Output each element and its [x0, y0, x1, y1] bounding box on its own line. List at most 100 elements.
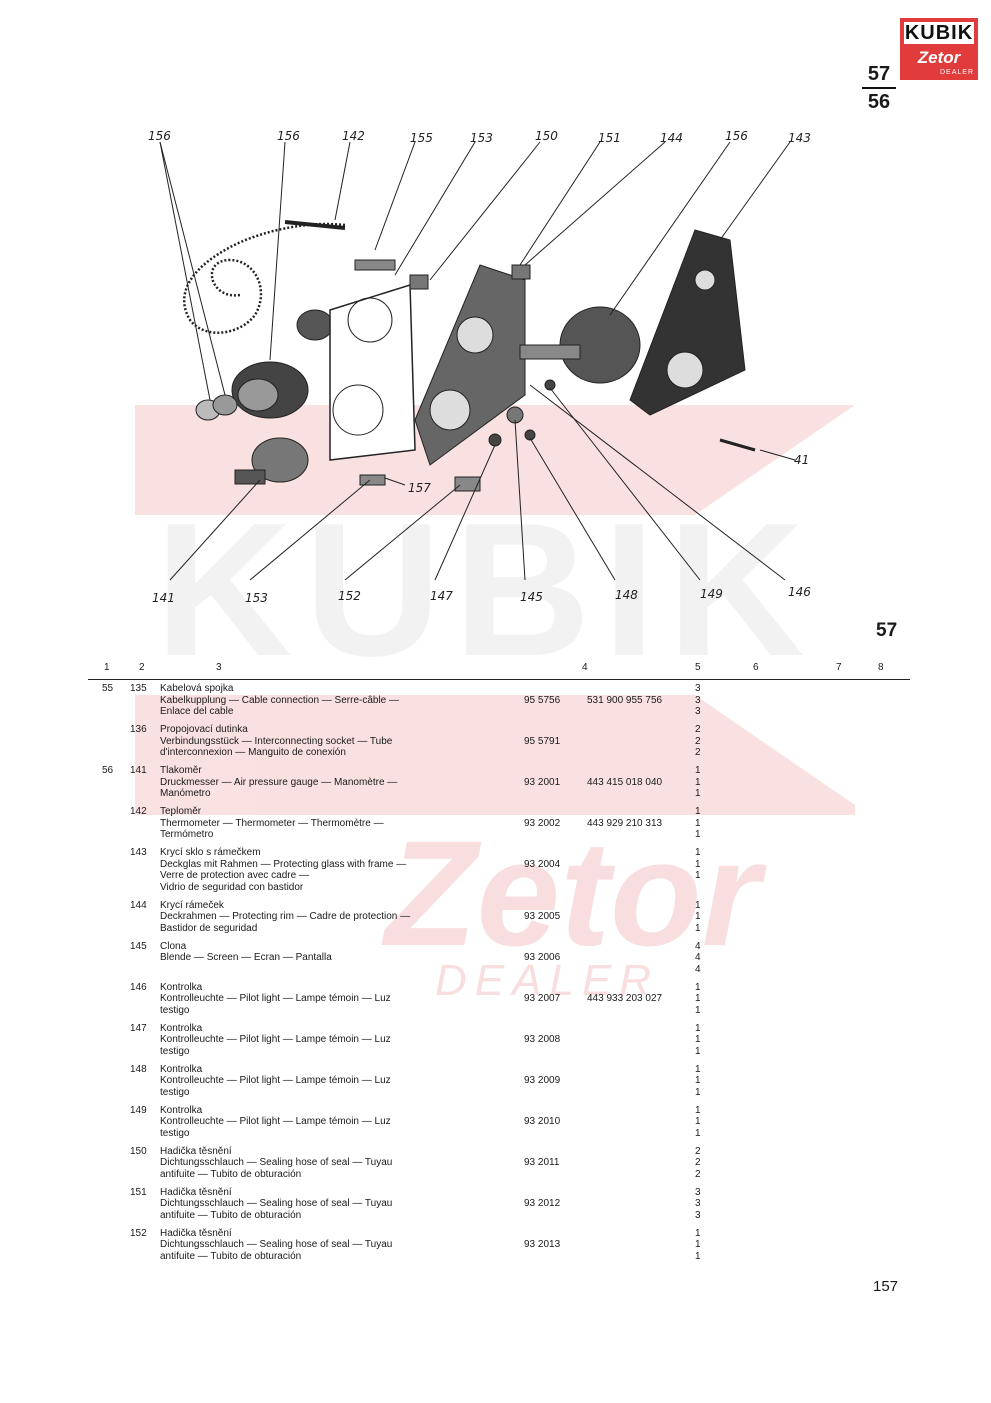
sealing-hose-part — [454, 476, 481, 492]
description-line: testigo — [160, 1004, 190, 1016]
quantity: 1 — [695, 899, 701, 911]
quantity: 2 — [695, 1157, 701, 1169]
quantity: 4 — [695, 952, 701, 964]
description-line: Teploměr — [160, 806, 202, 817]
callout-label: 143 — [788, 131, 811, 145]
quantity: 1 — [695, 776, 701, 788]
sealing-hose-part — [511, 264, 531, 280]
table-row: 150 Hadička těsnění Dichtungsschlauch — … — [0, 1146, 991, 1187]
description-line: Kontrolleuchte — Pilot light — Lampe tém… — [160, 993, 391, 1005]
callout-label: 145 — [520, 590, 543, 604]
callout-label: 41 — [794, 453, 809, 467]
description-line: Dichtungsschlauch — Sealing hose of seal… — [160, 1157, 393, 1169]
quantity: 1 — [695, 1239, 701, 1251]
quantity: 1 — [695, 993, 701, 1005]
column-header: 8 — [878, 662, 884, 673]
quantity: 2 — [695, 724, 701, 735]
description-line: antifuite — Tubito de obturación — [160, 1209, 302, 1221]
parts-list: 55 135 Kabelová spojka Kabelkupplung — C… — [0, 683, 991, 1269]
logo-dealer-text: DEALER — [939, 69, 974, 76]
quantity: 1 — [695, 922, 701, 934]
table-row: 147 Kontrolka Kontrolleuchte — Pilot lig… — [0, 1023, 991, 1064]
part-number: 93 2007 — [524, 993, 561, 1005]
table-row: 152 Hadička těsnění Dichtungsschlauch — … — [0, 1228, 991, 1269]
table-row: 149 Kontrolka Kontrolleuchte — Pilot lig… — [0, 1105, 991, 1146]
quantity: 3 — [695, 683, 701, 694]
description-line: Kontrolka — [160, 1022, 203, 1034]
quantity: 2 — [695, 747, 701, 759]
quantity: 2 — [695, 735, 701, 747]
position-number: 135 — [130, 683, 147, 694]
table-row: 136 Propojovací dutinka Verbindungsstück… — [0, 724, 991, 765]
description-line: Hadička těsnění — [160, 1186, 232, 1198]
description-line: Kontrolka — [160, 981, 203, 993]
protecting-glass-frame — [629, 229, 746, 416]
group-number: 55 — [102, 683, 114, 694]
quantity: 1 — [695, 870, 701, 882]
description-line: testigo — [160, 1045, 190, 1057]
quantity: 1 — [695, 847, 701, 858]
quantity: 1 — [695, 765, 701, 776]
quantity: 1 — [695, 1250, 701, 1262]
screw-part — [719, 438, 756, 452]
part-number: 93 2011 — [524, 1157, 560, 1169]
description-line: Verbindungsstück — Interconnecting socke… — [160, 735, 393, 747]
table-row: 148 Kontrolka Kontrolleuchte — Pilot lig… — [0, 1064, 991, 1105]
part-number: 93 2010 — [524, 1116, 561, 1128]
quantity: 1 — [695, 1116, 701, 1128]
quantity: 4 — [695, 940, 701, 952]
sealing-hose-part — [409, 274, 429, 290]
logo-zetor-text: Zetor — [917, 48, 961, 67]
column-header: 6 — [753, 662, 759, 673]
exploded-parts-diagram: 156 156 142 155 153 150 151 144 156 143 … — [148, 129, 811, 605]
description-line: testigo — [160, 1127, 190, 1139]
callout-label: 146 — [788, 585, 811, 599]
callout-label: 156 — [277, 129, 300, 143]
header-rule — [88, 679, 910, 680]
position-number: 136 — [130, 724, 147, 735]
thermometer-housing — [231, 309, 334, 419]
callout-label: 155 — [410, 131, 433, 145]
description-line: Termómetro — [160, 829, 214, 841]
figure-reference: 57 56 — [862, 62, 896, 114]
quantity: 1 — [695, 1104, 701, 1116]
callout-label: 152 — [338, 589, 361, 603]
part-number: 93 2001 — [524, 776, 561, 788]
description-line: Dichtungsschlauch — Sealing hose of seal… — [160, 1198, 393, 1210]
quantity: 2 — [695, 1168, 701, 1180]
screen-disc — [544, 379, 556, 391]
part-number: 93 2012 — [524, 1198, 561, 1210]
description-line: Verre de protection avec cadre — — [160, 870, 309, 882]
quantity: 1 — [695, 1034, 701, 1046]
position-number: 149 — [130, 1104, 147, 1116]
description-line: antifuite — Tubito de obturación — [160, 1250, 302, 1262]
column-header: 7 — [836, 662, 842, 673]
part-number: 95 5791 — [524, 735, 561, 747]
description-line: Kabelkupplung — Cable connection — Serre… — [160, 694, 400, 706]
quantity: 1 — [695, 788, 701, 800]
screen-disc — [524, 429, 536, 441]
part-number: 93 2013 — [524, 1239, 561, 1251]
callout-label: 142 — [342, 129, 365, 143]
table-row: 142 Teploměr Thermometer — Thermometer —… — [0, 806, 991, 847]
position-number: 144 — [130, 899, 147, 911]
description-line: Kontrolka — [160, 1104, 203, 1116]
description-line: Dichtungsschlauch — Sealing hose of seal… — [160, 1239, 393, 1251]
quantity: 1 — [695, 806, 701, 817]
gasket-plate — [329, 283, 416, 461]
description-line: Blende — Screen — Ecran — Pantalla — [160, 952, 332, 964]
quantity: 2 — [695, 1145, 701, 1157]
part-number: 95 5756 — [524, 694, 561, 706]
quantity: 1 — [695, 817, 701, 829]
table-row: 143 Krycí sklo s rámečkem Deckglas mit R… — [0, 847, 991, 900]
position-number: 141 — [130, 765, 147, 776]
description-line: Clona — [160, 940, 187, 952]
part-number: 93 2006 — [524, 952, 561, 964]
description-line: Hadička těsnění — [160, 1227, 232, 1239]
quantity: 1 — [695, 1127, 701, 1139]
callout-label: 144 — [660, 131, 683, 145]
table-row: 55 135 Kabelová spojka Kabelkupplung — C… — [0, 683, 991, 724]
quantity: 3 — [695, 1198, 701, 1210]
quantity: 1 — [695, 1022, 701, 1034]
pressure-gauge-part — [234, 437, 309, 485]
